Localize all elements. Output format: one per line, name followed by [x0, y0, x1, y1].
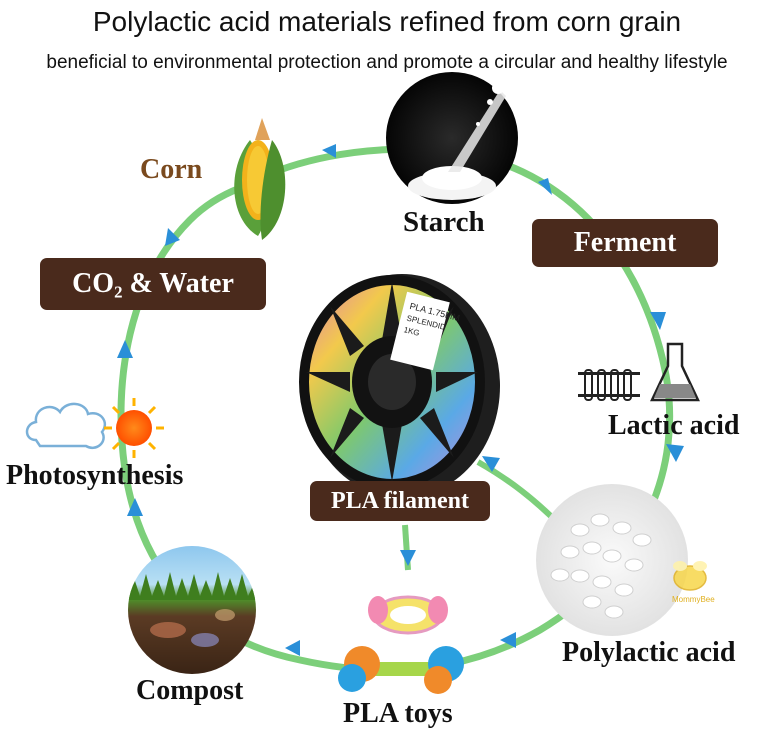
- spool-label-line3: 1KG: [403, 325, 421, 338]
- arrow-icon: [285, 640, 300, 656]
- node-pla-filament-label: PLA filament: [331, 487, 469, 514]
- arrow-icon: [666, 444, 684, 462]
- node-pla-toys-label: PLA toys: [343, 698, 453, 729]
- page-subtitle: beneficial to environmental protection a…: [46, 52, 728, 73]
- watermark-text: MommyBee: [672, 595, 715, 604]
- node-co2-water-box: CO₂ & Water: [40, 258, 266, 310]
- arrow-icon: [482, 456, 500, 472]
- node-corn-label: Corn: [140, 154, 203, 185]
- node-pla-filament-box: PLA filament: [310, 481, 490, 521]
- bee-logo-icon: [673, 561, 707, 591]
- arrow-icon: [500, 632, 516, 648]
- pla-toys-image: [338, 595, 464, 694]
- arrow-icon: [538, 178, 552, 195]
- page-title: Polylactic acid materials refined from c…: [92, 6, 682, 37]
- arrow-icon: [400, 550, 416, 566]
- node-lactic-acid-label: Lactic acid: [608, 410, 740, 441]
- pla-spool-image: [299, 274, 500, 498]
- arrow-icon: [127, 498, 143, 516]
- arrow-icon: [322, 144, 336, 158]
- sun-icon: [104, 398, 164, 458]
- node-polylactic-acid-label: Polylactic acid: [562, 637, 736, 668]
- node-ferment-label: Ferment: [573, 227, 677, 258]
- return-line: [476, 459, 563, 528]
- node-starch-label: Starch: [403, 206, 485, 238]
- arrow-icon: [117, 340, 133, 358]
- compost-image: [128, 546, 256, 674]
- lab-flask-icon: [578, 342, 700, 402]
- corn-icon: [234, 118, 286, 240]
- arrow-icon: [165, 228, 180, 246]
- node-compost-label: Compost: [136, 675, 244, 706]
- node-photosynthesis-label: Photosynthesis: [6, 460, 184, 491]
- node-ferment-box: Ferment: [532, 219, 718, 267]
- node-co2-water-label: CO₂ & Water: [72, 268, 234, 299]
- arrow-icon: [650, 312, 666, 330]
- cloud-icon: [25, 402, 107, 449]
- polylactic-acid-image: [536, 484, 707, 636]
- starch-image: [386, 72, 518, 204]
